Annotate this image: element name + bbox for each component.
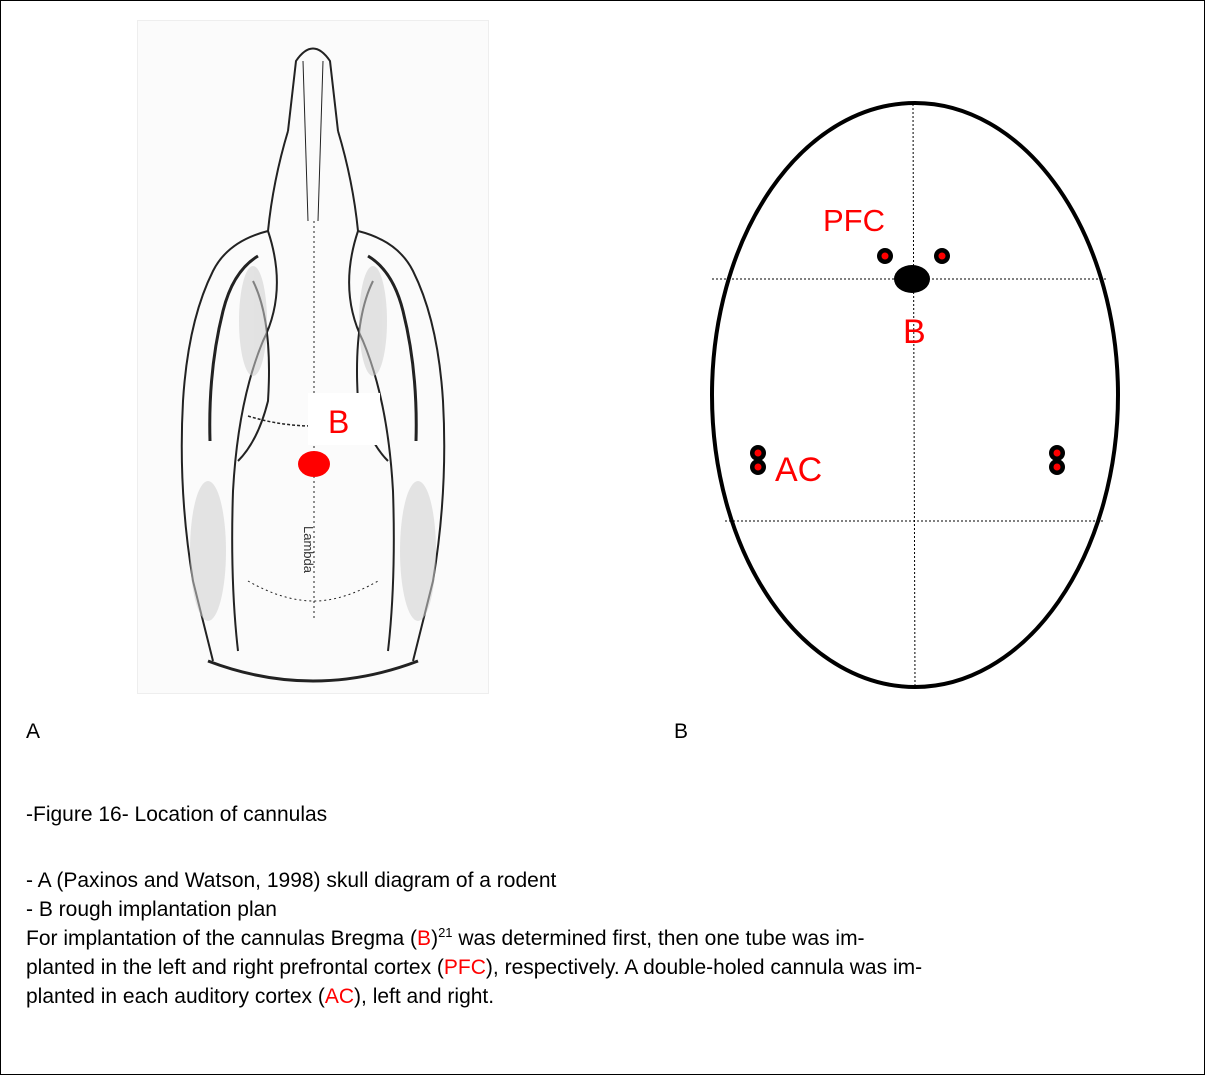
bregma-label-a: B — [328, 404, 349, 440]
panel-label-a: A — [26, 720, 40, 744]
panel-label-b: B — [674, 720, 688, 744]
figure-caption-title: -Figure 16- Location of cannulas — [26, 800, 327, 829]
footnote-ref: 21 — [438, 925, 452, 940]
bregma-marker — [298, 451, 330, 477]
ac-cannula-right — [1049, 445, 1065, 475]
caption-paragraph: For implantation of the cannulas Bregma … — [26, 924, 1186, 1011]
implantation-plan: PFC B AC — [700, 100, 1130, 695]
bregma-label-b: B — [903, 313, 926, 351]
skull-drawing: B Lambda — [138, 21, 488, 693]
caption-line-a: - A (Paxinos and Watson, 1998) skull dia… — [26, 866, 556, 895]
pfc-ref: PFC — [444, 956, 486, 979]
paragraph-line-1: For implantation of the cannulas Bregma … — [26, 924, 1186, 953]
bregma-point — [894, 265, 930, 293]
skull-diagram: B Lambda — [137, 20, 489, 694]
plan-drawing: PFC B AC — [700, 100, 1130, 695]
midline — [913, 104, 915, 687]
bregma-ref: B — [417, 927, 431, 950]
paragraph-line-3: planted in each auditory cortex (AC), le… — [26, 982, 1186, 1011]
pfc-label: PFC — [823, 203, 885, 238]
ac-cannula-left — [750, 445, 766, 475]
lambda-label: Lambda — [301, 526, 316, 574]
ac-label: AC — [775, 451, 822, 489]
skull-outline — [712, 103, 1118, 687]
caption-line-b: - B rough implantation plan — [26, 895, 277, 924]
paragraph-line-2: planted in the left and right prefrontal… — [26, 953, 1186, 982]
ac-ref: AC — [325, 985, 354, 1008]
